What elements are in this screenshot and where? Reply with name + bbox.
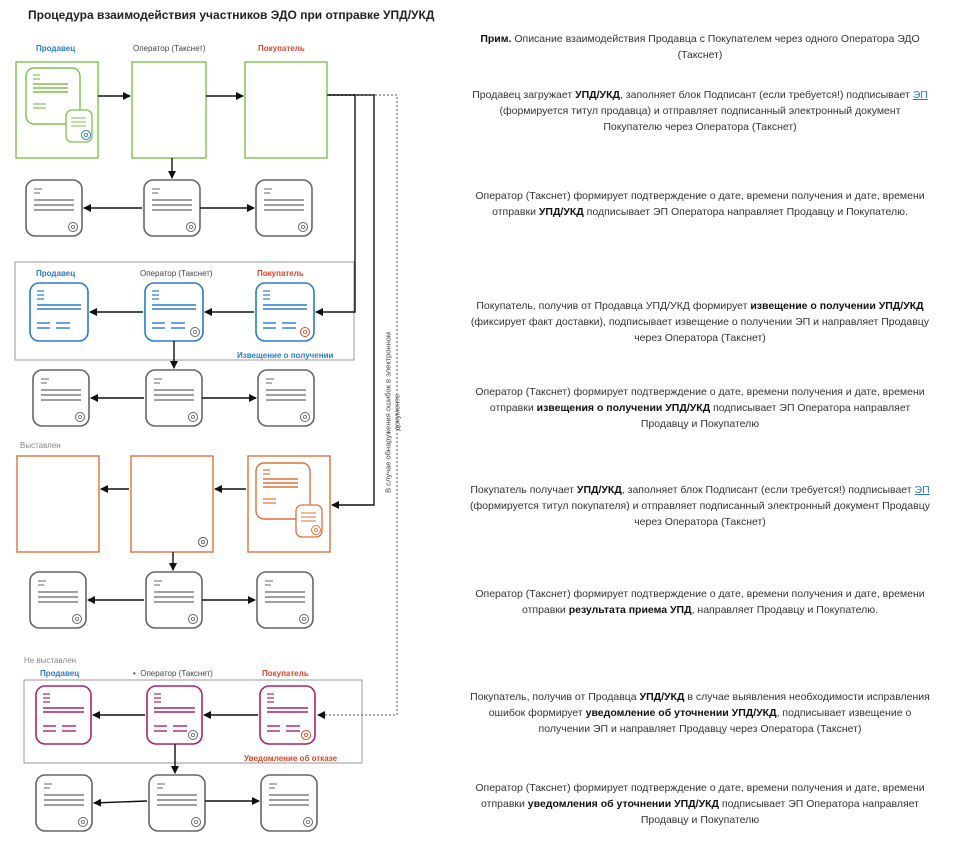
arrow-buyer-to-result [327,94,375,509]
buyer-refusal-doc-icon [259,685,316,745]
seller-upd-doc-icon [25,67,93,143]
operator-result-frame [130,455,214,553]
section-frame-refusal [23,679,363,764]
error-path-label: В случае обнаружения ошибок в электронно… [383,331,402,493]
arrow-error-path [317,94,398,719]
confirm3-buyer-doc-icon [256,571,314,629]
label-operator-3: Оператор (Такснет) [140,669,213,678]
confirm-seller-doc-icon [25,179,83,237]
seller-notice-doc-icon [29,282,89,342]
confirm4-seller-doc-icon [35,774,93,832]
page-title: Процедура взаимодействия участников ЭДО … [28,8,435,22]
confirm2-seller-doc-icon [32,369,90,427]
confirm4-buyer-doc-icon [260,774,318,832]
confirm4-operator-doc-icon [148,774,206,832]
note-step-5: Покупатель получает УПД/УКД, заполняет б… [470,484,930,528]
buyer-upd-frame [244,61,328,159]
label-seller-1: Продавец [36,44,76,53]
label-buyer-1: Покупатель [258,44,305,53]
seller-result-frame [16,455,100,553]
note-intro-text: Описание взаимодействия Продавца с Покуп… [511,33,920,61]
note-step-1: Продавец загружает УПД/УКД, заполняет бл… [472,89,928,133]
confirm3-seller-doc-icon [29,571,87,629]
label-seller-2: Продавец [36,269,76,278]
confirm-buyer-doc-icon [255,179,313,237]
note-intro: Прим. Описание взаимодействия Продавца с… [470,32,930,64]
note-step-6: Оператор (Такснет) формирует подтвержден… [475,588,925,616]
label-buyer-2: Покупатель [257,269,304,278]
note-step-7: Покупатель, получив от Продавца УПД/УКД … [470,691,930,735]
label-operator-1: Оператор (Такснет) [133,44,206,53]
section-frame-receipt [14,261,355,361]
arrow-confirm-left-4 [93,798,148,807]
label-receipt-notice: Извещение о получении [237,351,334,360]
label-not-issued: Не выставлен [24,656,77,665]
confirm2-buyer-doc-icon [257,369,315,427]
note-step-4: Оператор (Такснет) формирует подтвержден… [475,386,925,430]
buyer-result-doc-icon [255,462,323,538]
label-refusal-notice: Уведомление об отказе [244,754,338,763]
note-step-3: Покупатель, получив от Продавца УПД/УКД … [470,300,930,344]
note-intro-bold: Прим. [480,33,512,45]
label-issued: Выставлен [20,441,61,450]
label-operator-2: Оператор (Такснет) [140,269,213,278]
label-buyer-3: Покупатель [262,669,309,678]
label-seller-3: Продавец [40,669,80,678]
note-step-2: Оператор (Такснет) формирует подтвержден… [475,190,925,218]
note-step-8: Оператор (Такснет) формирует подтвержден… [475,782,925,826]
confirm3-operator-doc-icon [145,571,203,629]
confirm2-operator-doc-icon [145,369,203,427]
buyer-notice-doc-icon [255,282,315,342]
seller-refusal-doc-icon [35,685,92,745]
operator-upd-frame [131,61,207,159]
operator-notice-doc-icon [144,282,204,342]
label-operator-3-dot: • Оператор (Такснет) [133,669,213,678]
confirm-operator-doc-icon [143,179,201,237]
